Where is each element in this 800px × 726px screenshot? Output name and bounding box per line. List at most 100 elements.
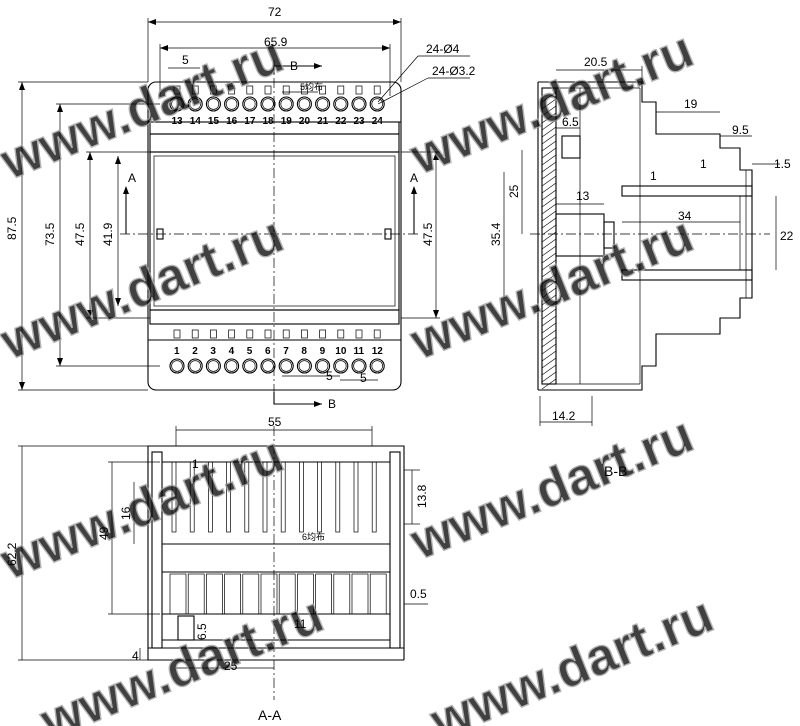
dim-aa-1: 1 xyxy=(192,457,199,471)
bottom-terminal-hole xyxy=(205,358,221,374)
bottom-terminal-pin-number: 10 xyxy=(335,346,347,357)
watermark: www.dart.ru xyxy=(0,426,291,592)
section-block xyxy=(333,573,351,615)
section-fin xyxy=(189,461,195,533)
dim-width-65-9: 65.9 xyxy=(264,35,288,49)
top-terminal-slot xyxy=(246,85,254,95)
hole-callout-3-2: 24-Ø3.2 xyxy=(432,64,476,78)
section-block xyxy=(297,573,314,615)
section-block xyxy=(315,573,332,615)
dim-height-73-5: 73.5 xyxy=(43,222,57,246)
dim-height-87-5: 87.5 xyxy=(5,216,19,240)
hatch-line xyxy=(541,210,557,222)
watermark: www.dart.ru xyxy=(402,406,701,572)
bottom-terminal-hole-inner xyxy=(298,360,311,372)
top-terminal-pin-number: 13 xyxy=(172,116,184,127)
bottom-terminal-hole xyxy=(333,358,349,374)
hatch-line xyxy=(541,259,557,271)
dim-aa-6-note: 6均布 xyxy=(302,531,325,542)
hatch-line xyxy=(541,301,557,313)
bottom-terminal-hole xyxy=(187,358,203,374)
top-terminal-hole xyxy=(242,96,258,112)
dim-aa-62-2: 62.2 xyxy=(5,542,19,566)
top-terminal-slot xyxy=(210,85,217,95)
top-terminal-pin-number: 16 xyxy=(226,116,238,127)
top-terminal-hole xyxy=(369,96,385,112)
top-terminal-pin-number: 20 xyxy=(299,116,311,127)
bottom-terminal-hole xyxy=(242,358,258,374)
top-terminal-hole-inner xyxy=(280,98,292,110)
bottom-terminal-hole-inner xyxy=(171,360,183,372)
top-terminal-hole-inner xyxy=(335,98,347,110)
top-terminal-slot xyxy=(373,85,381,95)
hatch-line xyxy=(541,119,557,131)
bottom-terminal-pin-number: 5 xyxy=(247,346,253,357)
section-fin xyxy=(171,461,177,533)
dim-side-9-5: 9.5 xyxy=(732,123,749,137)
top-terminal-hole-inner xyxy=(316,98,329,110)
dim-height-47-5-right: 47.5 xyxy=(421,222,435,246)
hatch-line xyxy=(541,105,557,117)
bottom-terminal-pin-number: 4 xyxy=(229,346,235,357)
bottom-terminal-pin-number: 9 xyxy=(320,346,326,357)
top-terminal-hole-inner xyxy=(171,98,183,110)
hatch-line xyxy=(541,133,557,145)
top-terminal-pin-number: 21 xyxy=(317,116,329,127)
bottom-terminal-hole-inner xyxy=(262,360,274,372)
bottom-terminal-hole-inner xyxy=(335,360,347,372)
top-terminal-pin-number: 22 xyxy=(335,116,347,127)
dim-side-13: 13 xyxy=(576,189,590,203)
dim-aa-11: 11 xyxy=(294,617,307,631)
dim-aa-0-5: 0.5 xyxy=(410,587,427,601)
hatch-line xyxy=(541,112,557,124)
section-block xyxy=(369,573,387,615)
hatch-line xyxy=(541,378,557,390)
hatch-line xyxy=(541,161,557,173)
section-a-left: A xyxy=(128,171,136,185)
top-terminal-hole xyxy=(169,96,185,112)
bottom-terminal-pin-number: 8 xyxy=(301,346,307,357)
hatch-line xyxy=(541,126,557,138)
section-fin xyxy=(208,461,213,533)
section-label-aa: A-A xyxy=(258,707,282,723)
top-terminal-pin-number: 17 xyxy=(244,116,256,127)
watermark: www.dart.ru xyxy=(0,26,291,192)
top-terminal-pin-number: 19 xyxy=(281,116,293,127)
dim-side-1b: 1 xyxy=(650,169,657,183)
hatch-line xyxy=(541,343,557,355)
dim-side-25: 25 xyxy=(507,184,521,198)
bottom-terminal-slot xyxy=(264,329,272,339)
bottom-terminal-pin-number: 2 xyxy=(192,346,198,357)
top-terminal-hole-inner xyxy=(298,98,311,110)
top-terminal-slot xyxy=(264,85,272,95)
section-fin xyxy=(353,461,359,533)
dim-side-34: 34 xyxy=(678,209,692,223)
bottom-terminal-slot xyxy=(228,329,235,339)
hatch-line xyxy=(541,224,557,236)
top-terminal-slot xyxy=(355,85,363,95)
dim-height-41-9: 41.9 xyxy=(101,222,115,246)
dim-side-1-5: 1.5 xyxy=(774,157,791,171)
top-terminal-hole xyxy=(351,96,367,112)
top-terminal-hole xyxy=(187,96,203,112)
dim-aa-13-8: 13.8 xyxy=(415,484,429,508)
dim-side-22: 22 xyxy=(780,229,794,243)
hatch-line xyxy=(541,357,557,369)
section-fin xyxy=(371,461,377,533)
hatch-line xyxy=(541,350,557,362)
top-terminal-slot xyxy=(337,85,345,95)
bottom-terminal-pin-number: 7 xyxy=(283,346,289,357)
bottom-terminal-pin-number: 11 xyxy=(354,346,365,357)
top-terminal-hole-inner xyxy=(262,98,274,110)
hatch-line xyxy=(541,147,557,159)
top-terminal-hole-inner xyxy=(189,98,201,110)
top-terminal-hole xyxy=(278,96,294,112)
dim-pitch-top-note: 5均布 xyxy=(300,81,323,92)
hatch-line xyxy=(541,273,557,285)
top-terminal-hole xyxy=(260,96,276,112)
top-terminal-hole-inner xyxy=(244,98,256,110)
dim-side-1a: 1 xyxy=(700,157,707,171)
bottom-terminal-hole xyxy=(315,358,331,374)
section-block xyxy=(224,573,241,615)
